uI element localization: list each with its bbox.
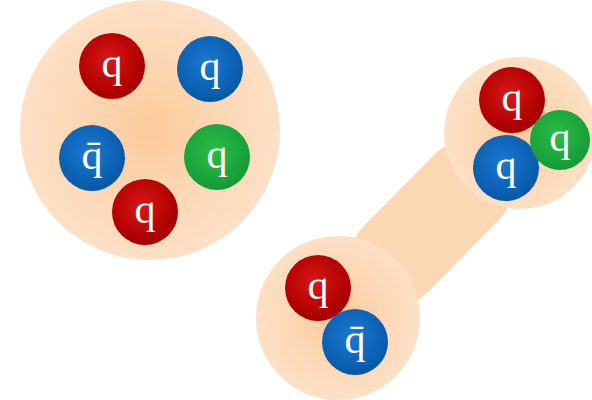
quark-ball: q xyxy=(79,33,145,99)
quark-ball: q xyxy=(473,135,539,201)
quark-label: q xyxy=(308,264,329,306)
quark-ball: q xyxy=(184,124,250,190)
antiquark-ball: q̄ xyxy=(322,309,388,375)
quark-ball: q xyxy=(530,110,590,170)
quark-label: q xyxy=(502,76,523,118)
quark-ball: q xyxy=(112,179,178,245)
quark-label: q xyxy=(102,42,123,84)
quark-label: q xyxy=(135,188,156,230)
flux-tube xyxy=(396,187,467,259)
quark-ball: q xyxy=(177,36,243,102)
quark-label: q xyxy=(550,116,571,158)
pentaquark-region: q q q̄ q q xyxy=(20,0,280,260)
quark-label: q xyxy=(496,144,517,186)
quark-label: q xyxy=(207,133,228,175)
quark-label: q̄ xyxy=(82,134,103,176)
quark-label: q̄ xyxy=(345,318,366,360)
baryon-region: qqq xyxy=(444,57,592,209)
flux-tube-band xyxy=(396,187,467,259)
quark-label: q xyxy=(200,45,221,87)
meson-region: q q̄ xyxy=(256,236,420,400)
antiquark-ball: q̄ xyxy=(59,125,125,191)
